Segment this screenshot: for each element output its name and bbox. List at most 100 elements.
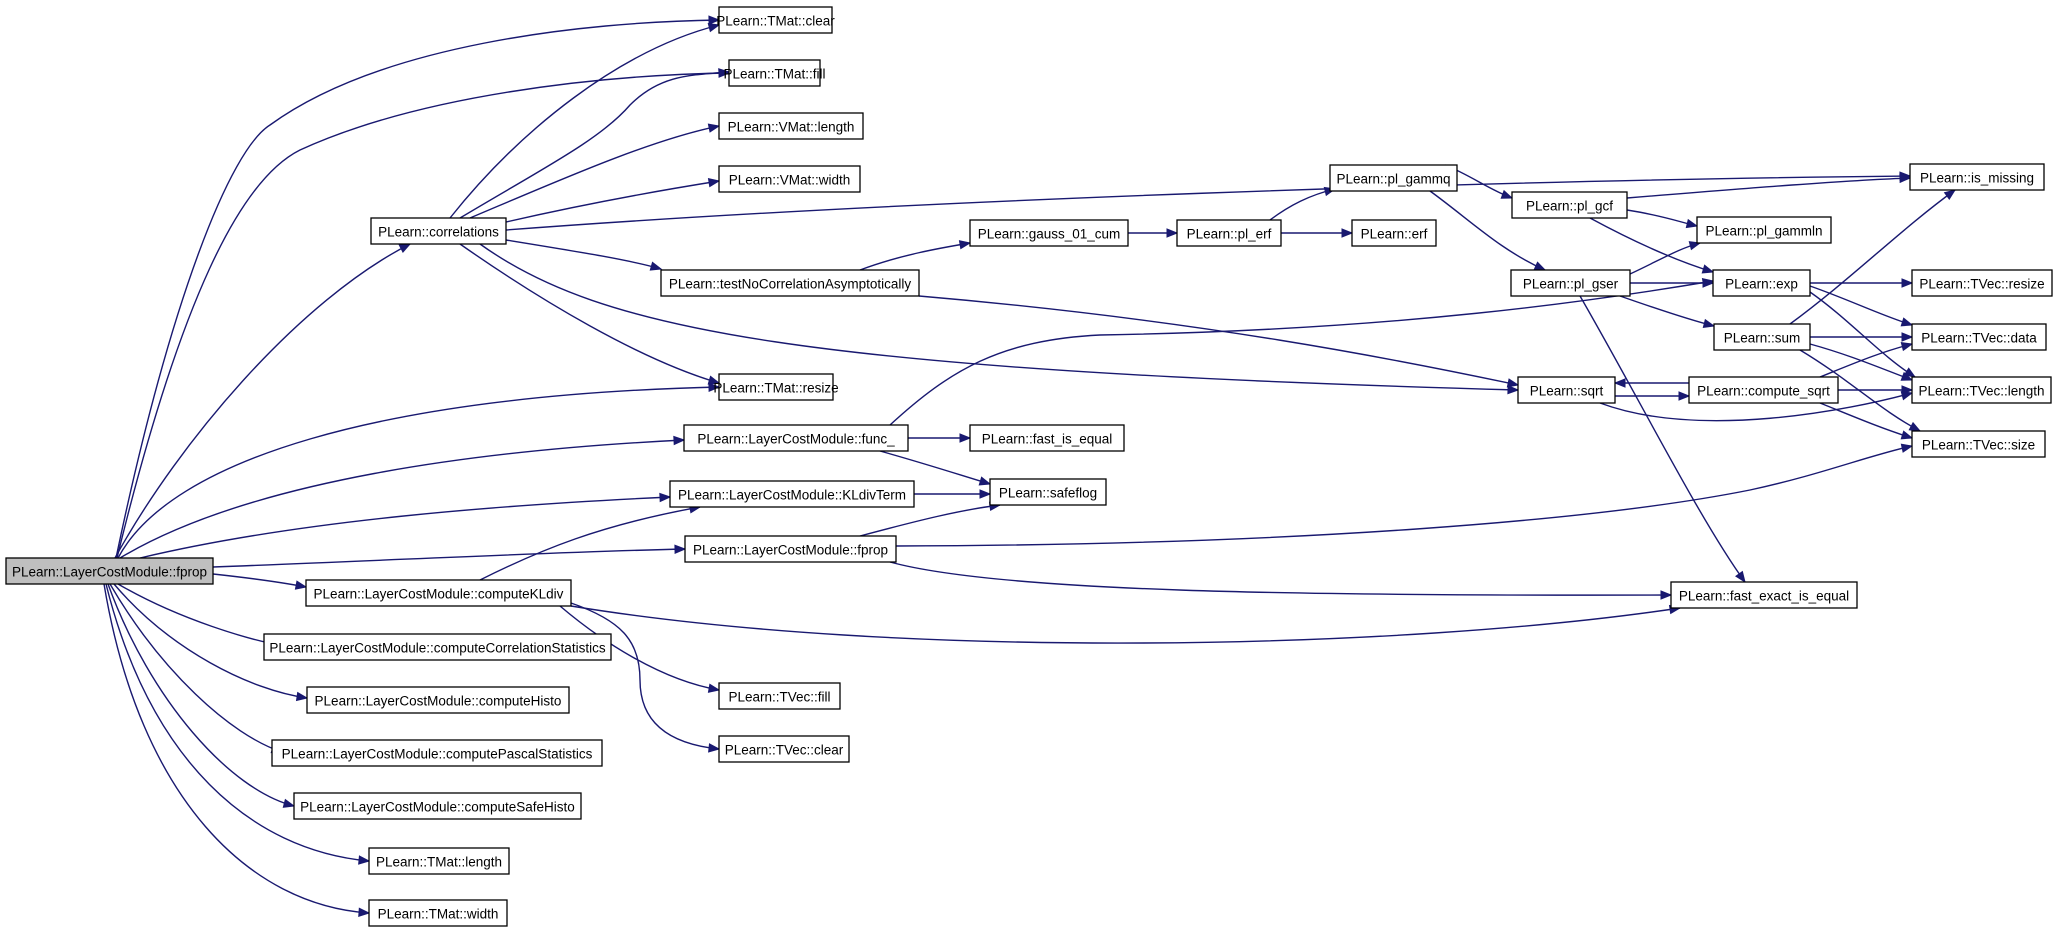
edge-correlations-to-vmat_width [505,177,721,223]
node-box [718,112,864,140]
node-fprop[interactable]: PLearn::LayerCostModule::fprop [5,557,214,585]
edge-computeKLdiv-to-fast_exact [570,604,1682,644]
node-label: PLearn::sqrt [1530,384,1604,399]
node-tmat_clear[interactable]: PLearn::TMat::clear [716,6,835,34]
node-tvec_data[interactable]: PLearn::TVec::data [1911,323,2047,351]
node-label: PLearn::exp [1725,277,1798,292]
node-gauss[interactable]: PLearn::gauss_01_cum [969,219,1129,247]
edge-path [119,439,685,559]
edge-computeKLdiv-to-tvec_fill [559,605,721,693]
node-box [718,735,850,763]
node-is_missing[interactable]: PLearn::is_missing [1909,163,2045,191]
node-computeHisto[interactable]: PLearn::LayerCostModule::computeHisto [306,686,570,714]
node-box [718,165,861,193]
edge-path [1429,190,1546,271]
edge-pl_gser-to-pl_gammln [1629,241,1702,275]
nodes-layer: PLearn::LayerCostModule::fprop PLearn::co… [5,6,2053,927]
arrowhead-icon [1901,385,1914,395]
node-tmat_resize[interactable]: PLearn::TMat::resize [713,373,839,401]
node-tvec_fill[interactable]: PLearn::TVec::fill [718,682,841,710]
node-computeSafeHisto[interactable]: PLearn::LayerCostModule::computeSafeHist… [293,792,582,820]
edge-fprop-to-fprop2 [212,544,687,568]
node-tmat_fill[interactable]: PLearn::TMat::fill [723,59,826,87]
node-tvec_resize[interactable]: PLearn::TVec::resize [1911,269,2053,297]
arrowhead-icon [1507,384,1520,395]
node-correlations[interactable]: PLearn::correlations [370,217,507,245]
node-box [1911,323,2047,351]
arrowhead-icon [1500,189,1514,199]
node-fprop2[interactable]: PLearn::LayerCostModule::fprop [684,535,897,563]
node-label: PLearn::TMat::clear [716,14,835,29]
node-fast_exact[interactable]: PLearn::fast_exact_is_equal [1670,581,1858,609]
edge-path [505,180,720,223]
arrowhead-icon [294,580,308,590]
node-computeCorrStats[interactable]: PLearn::LayerCostModule::computeCorrelat… [263,633,612,661]
edge-correlations-to-vmat_length [469,123,721,219]
node-box [1511,191,1628,219]
node-tmat_width[interactable]: PLearn::TMat::width [368,899,508,927]
arrowhead-icon [1901,332,1914,342]
edge-path [1809,343,1913,381]
node-pl_gser[interactable]: PLearn::pl_gser [1510,269,1631,297]
node-computePascal[interactable]: PLearn::LayerCostModule::computePascalSt… [271,739,603,767]
edge-path [116,72,730,559]
node-label: PLearn::LayerCostModule::fprop [12,565,207,580]
node-box [1911,269,2053,297]
node-label: PLearn::fast_is_equal [982,432,1113,447]
node-tmat_length[interactable]: PLearn::TMat::length [368,847,510,875]
edge-fprop-to-tmat_clear [115,15,721,559]
arrowhead-icon [1678,391,1691,401]
edge-path [570,602,720,750]
node-safeflog[interactable]: PLearn::safeflog [989,478,1107,506]
edge-correlations-to-tmat_resize [459,243,721,385]
node-box [368,847,510,875]
edge-path [859,504,1001,537]
node-sum[interactable]: PLearn::sum [1713,323,1811,351]
edge-path [479,243,1519,391]
node-fast_is_equal[interactable]: PLearn::fast_is_equal [969,424,1125,452]
edge-pl_erf-to-pl_gammq [1269,186,1337,221]
arrowhead-icon [1735,570,1746,584]
node-pl_gammln[interactable]: PLearn::pl_gammln [1696,216,1832,244]
edge-fprop2-to-tvec_size [895,443,1914,547]
edge-fprop-to-tmat_width [103,583,371,917]
node-pl_gammq[interactable]: PLearn::pl_gammq [1329,164,1458,192]
arrowhead-icon [358,855,371,865]
node-tvec_size[interactable]: PLearn::TVec::size [1911,430,2046,458]
node-vmat_length[interactable]: PLearn::VMat::length [718,112,864,140]
edge-path [1599,392,1913,422]
node-label: PLearn::gauss_01_cum [978,227,1121,242]
node-box [370,217,507,245]
node-testNoCorr[interactable]: PLearn::testNoCorrelationAsymptotically [660,269,920,297]
edge-path [570,605,1681,644]
node-tvec_clear[interactable]: PLearn::TVec::clear [718,735,850,763]
node-sqrt[interactable]: PLearn::sqrt [1517,376,1616,404]
node-tvec_length[interactable]: PLearn::TVec::length [1911,376,2052,404]
node-kldivterm[interactable]: PLearn::LayerCostModule::KLdivTerm [669,480,915,508]
edge-pl_gser-to-sum [1619,295,1716,329]
node-computeKLdiv[interactable]: PLearn::LayerCostModule::computeKLdiv [305,579,572,607]
edge-path [1579,295,1746,583]
node-func_[interactable]: PLearn::LayerCostModule::func_ [683,424,909,452]
node-compute_sqrt[interactable]: PLearn::compute_sqrt [1688,376,1839,404]
edge-path [1626,177,1911,199]
node-box [1329,164,1458,192]
node-pl_gcf[interactable]: PLearn::pl_gcf [1511,191,1628,219]
node-vmat_width[interactable]: PLearn::VMat::width [718,165,861,193]
edge-path [859,242,971,271]
node-exp[interactable]: PLearn::exp [1712,269,1811,297]
node-label: PLearn::LayerCostModule::computeHisto [315,694,562,709]
node-box [1713,323,1811,351]
node-erf[interactable]: PLearn::erf [1351,219,1437,247]
node-pl_erf[interactable]: PLearn::pl_erf [1176,219,1282,247]
arrowhead-icon [708,382,721,392]
edge-path [559,605,720,691]
edge-path [895,445,1913,547]
node-label: PLearn::TVec::fill [728,690,830,705]
edge-testNoCorr-to-gauss [859,240,972,271]
arrowhead-icon [673,435,686,446]
node-box [1517,376,1616,404]
arrowhead-icon [1900,341,1914,352]
node-label: PLearn::VMat::width [729,173,851,188]
node-box [305,579,572,607]
